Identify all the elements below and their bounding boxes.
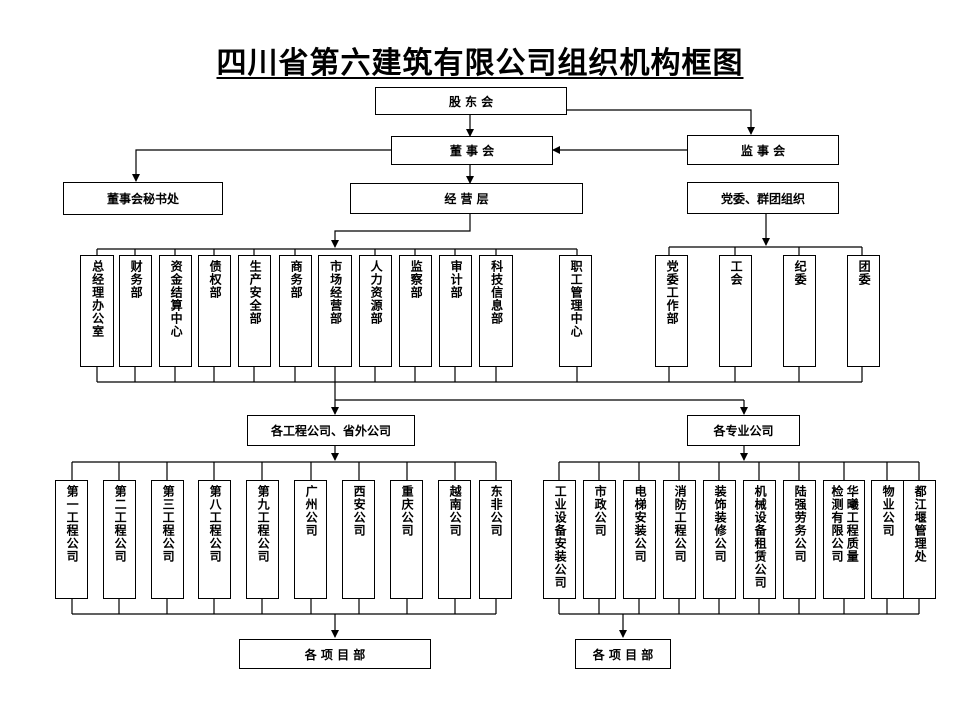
engineering-company-label: 西安公司 (352, 485, 367, 537)
specialty-company-box: 装饰装修公司 (703, 480, 736, 599)
specialty-company-label: 电梯安装公司 (633, 485, 648, 563)
party-unit-box: 工会 (719, 255, 752, 367)
department-box: 监察部 (399, 255, 432, 367)
supervisors-box: 监 事 会 (687, 135, 839, 165)
chart-title-text: 四川省第六建筑有限公司组织机构框图 (216, 46, 744, 81)
shareholders-box: 股 东 会 (375, 87, 567, 115)
department-label: 商务部 (289, 260, 304, 299)
projects-box-right: 各 项 目 部 (575, 639, 671, 669)
party-unit-label: 工会 (729, 260, 744, 286)
engineering-group-label: 各工程公司、省外公司 (270, 424, 391, 438)
department-box: 人力资源部 (359, 255, 392, 367)
engineering-company-label: 第三工程公司 (161, 485, 176, 563)
management-label: 经 营 层 (444, 192, 489, 206)
engineering-company-box: 第一工程公司 (55, 480, 88, 599)
specialty-company-box: 机械设备租赁公司 (743, 480, 776, 599)
specialty-company-label: 物业公司 (881, 485, 896, 537)
department-label: 职工管理中心 (569, 260, 584, 338)
engineering-group-box: 各工程公司、省外公司 (247, 415, 415, 446)
specialty-company-box: 消防工程公司 (663, 480, 696, 599)
department-label: 债权部 (208, 260, 223, 299)
engineering-company-label: 东非公司 (489, 485, 504, 537)
specialty-company-label: 装饰装修公司 (713, 485, 728, 563)
department-box: 科技信息部 (479, 255, 513, 367)
party-unit-box: 纪委 (783, 255, 816, 367)
department-label: 资金结算中心 (169, 260, 184, 338)
party-unit-box: 党委工作部 (655, 255, 688, 367)
party-unit-box: 团委 (847, 255, 880, 367)
department-label: 市场经营部 (328, 260, 343, 325)
department-box: 审计部 (439, 255, 472, 367)
specialty-company-label: 陆强劳务公司 (793, 485, 808, 563)
board-box: 董 事 会 (391, 136, 553, 165)
engineering-company-box: 越南公司 (438, 480, 471, 599)
engineering-company-box: 重庆公司 (390, 480, 423, 599)
engineering-company-box: 第三工程公司 (151, 480, 184, 599)
department-box: 债权部 (198, 255, 231, 367)
party-unit-label: 团委 (857, 260, 872, 286)
specialty-company-box: 都江堰管理处 (903, 480, 936, 599)
specialty-company-label: 机械设备租赁公司 (753, 485, 768, 589)
board-label: 董 事 会 (449, 144, 495, 158)
board-secretary-box: 董事会秘书处 (63, 182, 223, 215)
specialty-company-label: 工业设备安装公司 (553, 485, 568, 589)
engineering-company-label: 第八工程公司 (208, 485, 223, 563)
department-box: 职工管理中心 (559, 255, 592, 367)
engineering-company-box: 西安公司 (342, 480, 375, 599)
specialty-company-box-quality: 华曦工程质量 检测有限公司 (823, 480, 865, 599)
department-label: 财务部 (129, 260, 144, 299)
department-label: 生产安全部 (248, 260, 263, 325)
specialty-company-box: 陆强劳务公司 (783, 480, 816, 599)
engineering-company-label: 第二工程公司 (113, 485, 128, 563)
party-box: 党委、群团组织 (687, 182, 839, 214)
specialty-company-label: 都江堰管理处 (913, 485, 928, 563)
specialty-company-label: 消防工程公司 (673, 485, 688, 563)
board-secretary-label: 董事会秘书处 (106, 192, 179, 206)
engineering-company-label: 重庆公司 (400, 485, 415, 537)
party-unit-label: 纪委 (793, 260, 808, 286)
engineering-company-box: 广州公司 (294, 480, 327, 599)
specialty-group-box: 各专业公司 (687, 415, 800, 446)
engineering-company-label: 广州公司 (304, 485, 319, 537)
department-box: 生产安全部 (238, 255, 271, 367)
specialty-company-box: 工业设备安装公司 (543, 480, 576, 599)
department-label: 监察部 (409, 260, 424, 299)
specialty-company-label-b: 检测有限公司 (830, 485, 844, 563)
engineering-company-box: 第九工程公司 (246, 480, 279, 599)
specialty-company-label: 市政公司 (593, 485, 608, 537)
department-label: 总经理办公室 (90, 260, 105, 338)
specialty-company-box: 电梯安装公司 (623, 480, 656, 599)
department-box: 商务部 (279, 255, 312, 367)
shareholders-label: 股 东 会 (448, 94, 494, 109)
engineering-company-label: 第九工程公司 (256, 485, 271, 563)
department-label: 人力资源部 (369, 260, 384, 325)
management-box: 经 营 层 (350, 183, 583, 214)
specialty-company-box: 市政公司 (583, 480, 616, 599)
engineering-company-box: 第二工程公司 (103, 480, 136, 599)
supervisors-label: 监 事 会 (740, 143, 786, 158)
engineering-company-label: 越南公司 (448, 485, 463, 537)
specialty-group-label: 各专业公司 (713, 424, 774, 438)
party-label: 党委、群团组织 (720, 191, 805, 206)
engineering-company-box: 东非公司 (479, 480, 512, 599)
party-unit-label: 党委工作部 (665, 260, 680, 325)
projects-label-left: 各 项 目 部 (304, 647, 366, 662)
engineering-company-label: 第一工程公司 (65, 485, 80, 563)
department-label: 科技信息部 (489, 260, 504, 325)
department-box: 市场经营部 (318, 255, 352, 367)
projects-box-left: 各 项 目 部 (239, 639, 431, 669)
department-label: 审计部 (449, 260, 464, 299)
department-box: 资金结算中心 (159, 255, 192, 367)
specialty-company-label-a: 华曦工程质量 (845, 485, 860, 563)
chart-title: 四川省第六建筑有限公司组织机构框图 (0, 38, 960, 82)
specialty-company-box: 物业公司 (871, 480, 904, 599)
department-box: 财务部 (119, 255, 152, 367)
engineering-company-box: 第八工程公司 (198, 480, 231, 599)
projects-label-right: 各 项 目 部 (592, 647, 654, 662)
department-box: 总经理办公室 (80, 255, 114, 367)
